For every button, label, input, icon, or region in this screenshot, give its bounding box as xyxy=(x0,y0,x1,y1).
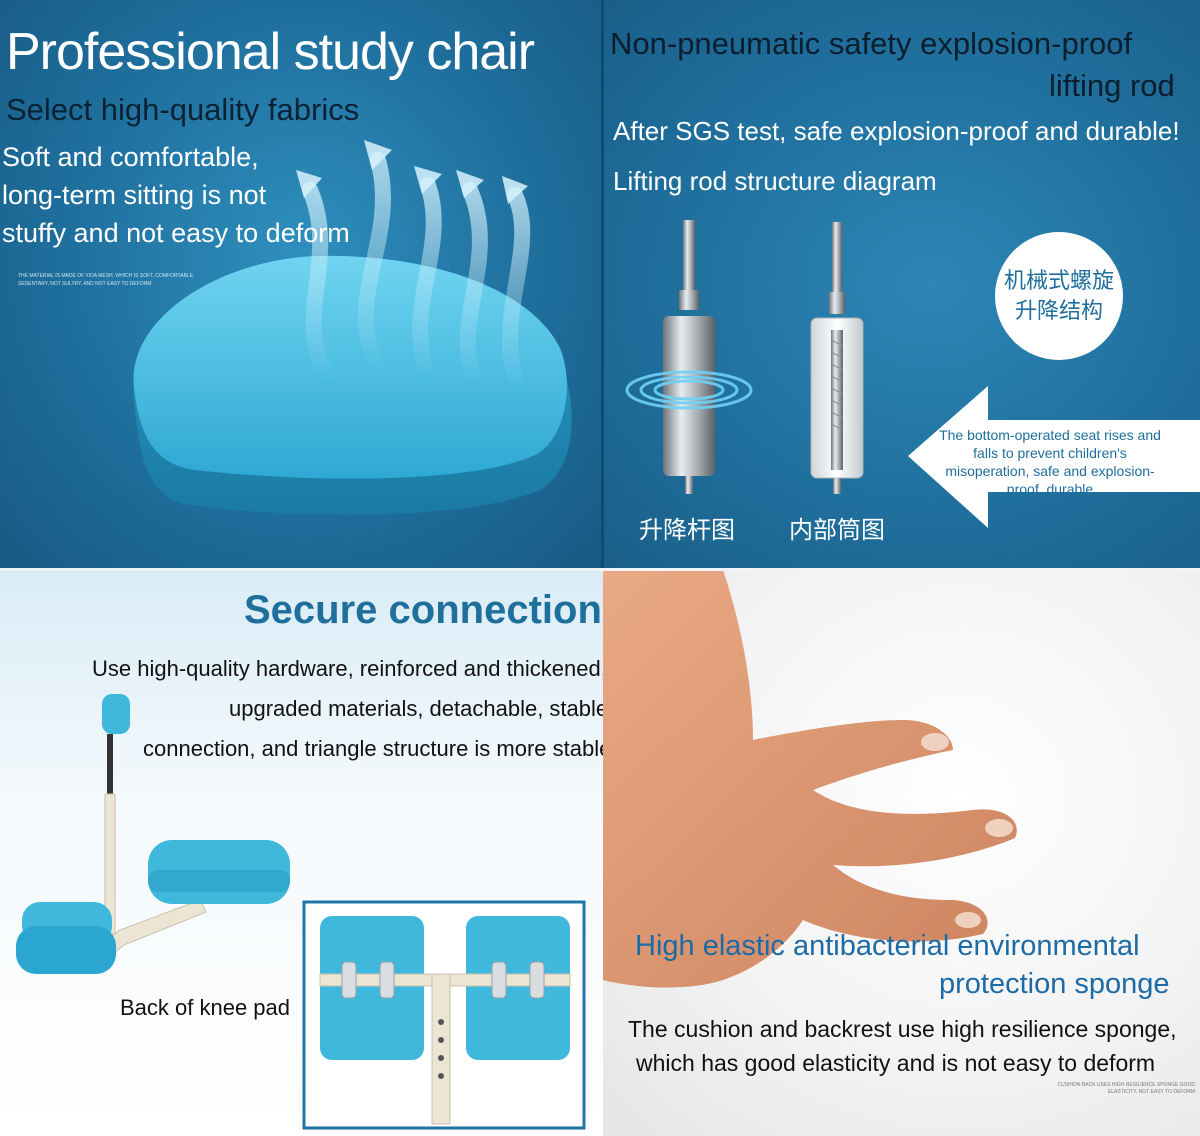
panel1-title: Professional study chair xyxy=(6,23,535,81)
panel3-line: Use high-quality hardware, reinforced an… xyxy=(92,656,603,681)
panel4-title-line1: High elastic antibacterial environmental xyxy=(635,930,1140,962)
panel4-line: which has good elasticity and is not eas… xyxy=(636,1050,1156,1076)
caption-rod: 升降杆图 xyxy=(639,517,735,544)
seat-cushion-illustration xyxy=(133,140,572,515)
hand-on-sponge-illustration xyxy=(603,570,1017,988)
panel-divider-horizontal xyxy=(0,568,1200,571)
panel4-line: The cushion and backrest use high resili… xyxy=(628,1016,1177,1042)
knee-pad-label: Back of knee pad xyxy=(120,995,291,1020)
panel2-line1: After SGS test, safe explosion-proof and… xyxy=(613,116,1180,146)
lifting-rod-diagram xyxy=(625,220,1200,528)
panel-lifting-rod: Non-pneumatic safety explosion-proof lif… xyxy=(603,0,1200,570)
info-bubble-text: 机械式螺旋升降结构 xyxy=(1003,268,1114,323)
panel4-fine-print: CUSHION BACK USES HIGH RESILIENCE SPONGE… xyxy=(1057,1082,1195,1095)
panel1-line: stuffy and not easy to deform xyxy=(2,218,350,248)
panel1-line: long-term sitting is not xyxy=(2,180,267,210)
panel3-line: connection, and triangle structure is mo… xyxy=(143,736,603,761)
panel-study-chair: Professional study chair Select high-qua… xyxy=(0,0,603,570)
arrow-left-icon xyxy=(908,386,1200,528)
panel-divider-vertical xyxy=(601,0,604,570)
panel3-line: upgraded materials, detachable, stable xyxy=(229,696,603,721)
panel1-fine-print: THE MATERIAL IS MADE OF YIDA MESH, WHICH… xyxy=(18,273,195,287)
panel-sponge: High elastic antibacterial environmental… xyxy=(603,570,1200,1136)
panel2-line2: Lifting rod structure diagram xyxy=(613,166,937,196)
panel2-title-line1: Non-pneumatic safety explosion-proof xyxy=(610,26,1133,61)
kneeling-chair-illustration xyxy=(16,694,586,1130)
info-bubble: 机械式螺旋升降结构 xyxy=(995,232,1123,360)
panel1-line: Soft and comfortable, xyxy=(2,142,259,172)
arrow-callout-text: The bottom-operated seat rises and falls… xyxy=(939,427,1161,497)
panel3-title: Secure connection xyxy=(244,588,602,632)
panel4-title-line2: protection sponge xyxy=(939,968,1170,1000)
panel1-subtitle: Select high-quality fabrics xyxy=(6,92,360,127)
panel-secure-connection: Secure connection Use high-quality hardw… xyxy=(0,570,603,1136)
rod-interior xyxy=(810,222,864,494)
rod-exterior xyxy=(625,220,753,494)
panel2-title-line2: lifting rod xyxy=(1049,68,1175,103)
caption-interior: 内部筒图 xyxy=(789,517,885,544)
